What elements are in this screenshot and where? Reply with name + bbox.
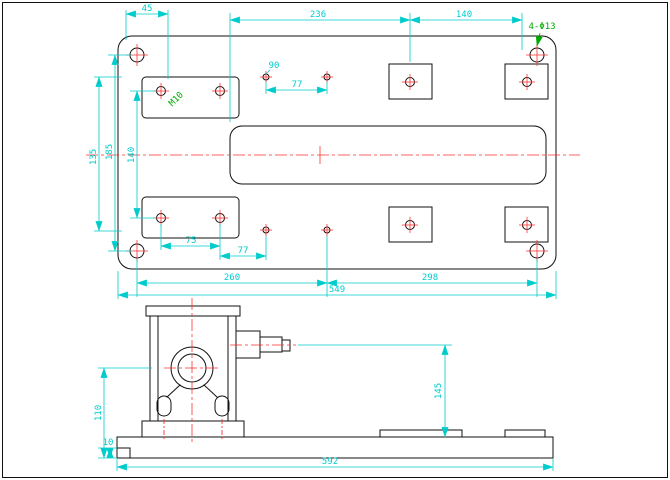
dim-592: 592 [116,457,554,471]
bottom-slot [214,395,230,417]
leader-line [535,32,543,47]
dim-185-left: 185 [105,54,132,252]
dim-260: 260 [136,236,328,297]
pin-hole [259,70,273,84]
boss-bottom-mid [388,206,433,243]
top-view-dimensions: 45 236 140 4-Φ13 M10 90 77 [89,4,557,299]
note-label-thread: M10 [167,90,186,109]
dim-10: 10 [98,438,117,459]
dim-45: 45 [125,4,169,79]
front-view-dimensions: 145 110 10 592 [94,344,554,471]
boss-hole [518,216,536,234]
plate-outline [117,35,557,270]
dim-236: 236 [229,10,411,122]
pocket-hole [211,82,229,100]
front-view [116,298,554,459]
pocket-hole [152,82,170,100]
boss-top-right [504,63,549,100]
dim-label-77-lower: 77 [238,246,249,256]
base-pad [379,429,463,438]
block-flange [141,420,245,438]
dim-label-140-left: 140 [127,147,137,163]
rib-line [203,384,218,398]
dim-549: 549 [117,271,557,299]
dim-label-10: 10 [103,438,114,448]
boss-hole [518,73,536,91]
dim-75: 75 [160,224,221,260]
dim-label-135: 135 [89,149,99,165]
side-boss-tip [281,339,291,352]
bottom-slot [156,395,172,417]
pocket-hole [211,209,229,227]
dim-label-45: 45 [142,4,153,14]
corner-hole [525,43,549,67]
boss-hole [401,73,419,91]
dim-label-140-top: 140 [456,10,472,20]
dim-label-549: 549 [329,285,345,295]
pin-hole [259,223,273,237]
boss-top-mid [388,63,433,100]
top-view [86,35,580,270]
dim-label-185: 185 [105,144,115,160]
pin-hole [320,70,334,84]
base-pad [504,429,546,438]
boss-hole [401,216,419,234]
note-thread: M10 [167,90,186,109]
note-label-90: 90 [269,61,280,71]
dim-140-left: 140 [127,90,155,219]
note-corner-holes: 4-Φ13 [528,22,556,47]
dim-140-top: 140 [409,10,523,50]
dim-label-236: 236 [310,10,326,20]
dim-label-298: 298 [422,273,438,283]
side-boss-step1 [235,330,261,359]
dim-label-260: 260 [224,273,240,283]
note-label-corner-holes: 4-Φ13 [528,22,555,32]
rib-line [166,384,181,398]
dim-label-75: 75 [186,236,197,246]
dim-145: 145 [298,344,452,438]
pocket-bottom-left [141,196,240,239]
pocket-top-left [141,76,240,119]
dim-77-lower: 77 [219,236,267,260]
block-top-cap [145,305,241,317]
dim-label-110: 110 [94,405,104,421]
base-plate [116,436,554,459]
side-boss-step2 [259,336,283,353]
corner-hole [525,239,549,263]
pin-hole [320,223,334,237]
pocket-hole [152,209,170,227]
boss-bottom-right [504,206,549,243]
dim-label-592: 592 [322,457,338,467]
dim-label-145: 145 [434,383,444,399]
dim-77-upper: 77 [265,80,328,94]
leader-line [265,69,271,75]
note-hole-90: 90 [265,61,280,75]
dim-label-77-upper: 77 [292,80,303,90]
dim-298: 298 [326,259,538,297]
